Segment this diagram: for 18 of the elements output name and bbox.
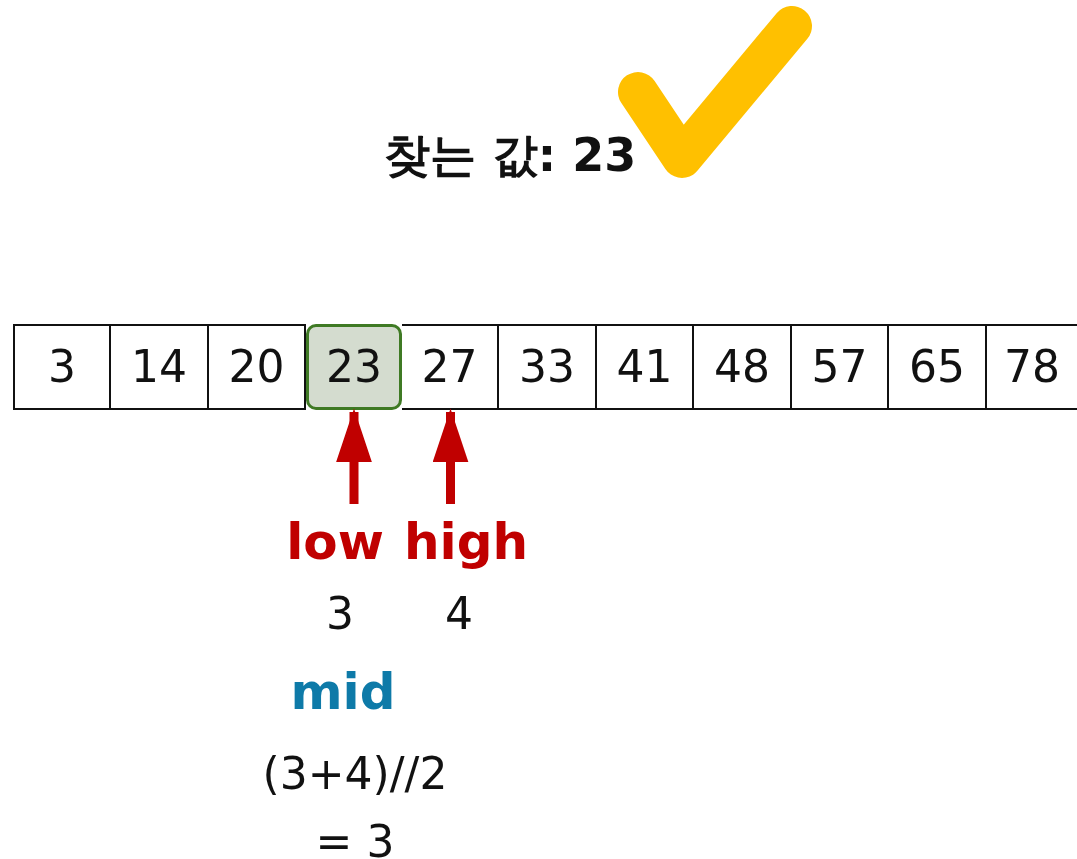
- index-value: 3: [325, 588, 355, 640]
- array-cell: 23: [306, 324, 402, 410]
- title: 찾는 값: 23: [382, 132, 638, 178]
- array-cell: 20: [209, 324, 306, 410]
- variable-name: mid: [289, 662, 397, 722]
- array-cell: 41: [597, 324, 694, 410]
- index-value: 4: [444, 588, 474, 640]
- array-cell: 33: [499, 324, 597, 410]
- array-cell: 14: [111, 324, 209, 410]
- arrow: [432, 408, 469, 504]
- array-cell: 48: [694, 324, 792, 410]
- array-cell: 3: [13, 324, 111, 410]
- array-cell: 78: [987, 324, 1077, 410]
- array-cell: 27: [402, 324, 499, 410]
- formula: (3+4)//2 = 3: [261, 747, 449, 859]
- array-cell: 65: [889, 324, 987, 410]
- arrow: [336, 408, 372, 504]
- array-cell: 57: [792, 324, 889, 410]
